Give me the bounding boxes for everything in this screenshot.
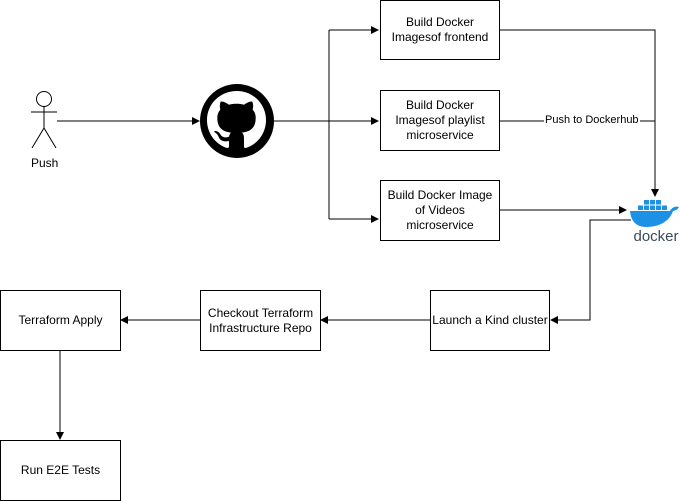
- docker-icon: docker: [630, 200, 679, 245]
- launch-kind-node[interactable]: Launch a Kind cluster: [430, 290, 550, 351]
- build-frontend-label: Build Docker Imagesof frontend: [391, 15, 489, 44]
- build-playlist-node[interactable]: Build Docker Imagesof playlist microserv…: [380, 90, 500, 151]
- build-frontend-node[interactable]: Build Docker Imagesof frontend: [380, 0, 500, 60]
- run-e2e-label: Run E2E Tests: [20, 463, 101, 477]
- docker-wordmark: docker: [633, 228, 678, 245]
- checkout-terraform-node[interactable]: Checkout Terraform Infrastructure Repo: [200, 290, 321, 351]
- actor-label: Push: [31, 156, 59, 170]
- github-icon: [200, 84, 274, 158]
- build-videos-label: Build Docker Image of Videos microservic…: [387, 188, 493, 232]
- terraform-apply-label: Terraform Apply: [18, 313, 103, 327]
- build-playlist-label: Build Docker Imagesof playlist microserv…: [395, 98, 485, 142]
- edge-label-push-dockerhub: Push to Dockerhub: [544, 114, 640, 126]
- edge-frontend-to-docker: [500, 29, 659, 197]
- launch-kind-label: Launch a Kind cluster: [432, 313, 548, 327]
- run-e2e-node[interactable]: Run E2E Tests: [0, 440, 121, 501]
- terraform-apply-node[interactable]: Terraform Apply: [0, 290, 121, 351]
- actor-icon: [31, 91, 57, 149]
- checkout-terraform-label: Checkout Terraform Infrastructure Repo: [207, 305, 314, 335]
- build-videos-node[interactable]: Build Docker Image of Videos microservic…: [380, 180, 500, 241]
- edge-docker-to-kind: [550, 219, 631, 324]
